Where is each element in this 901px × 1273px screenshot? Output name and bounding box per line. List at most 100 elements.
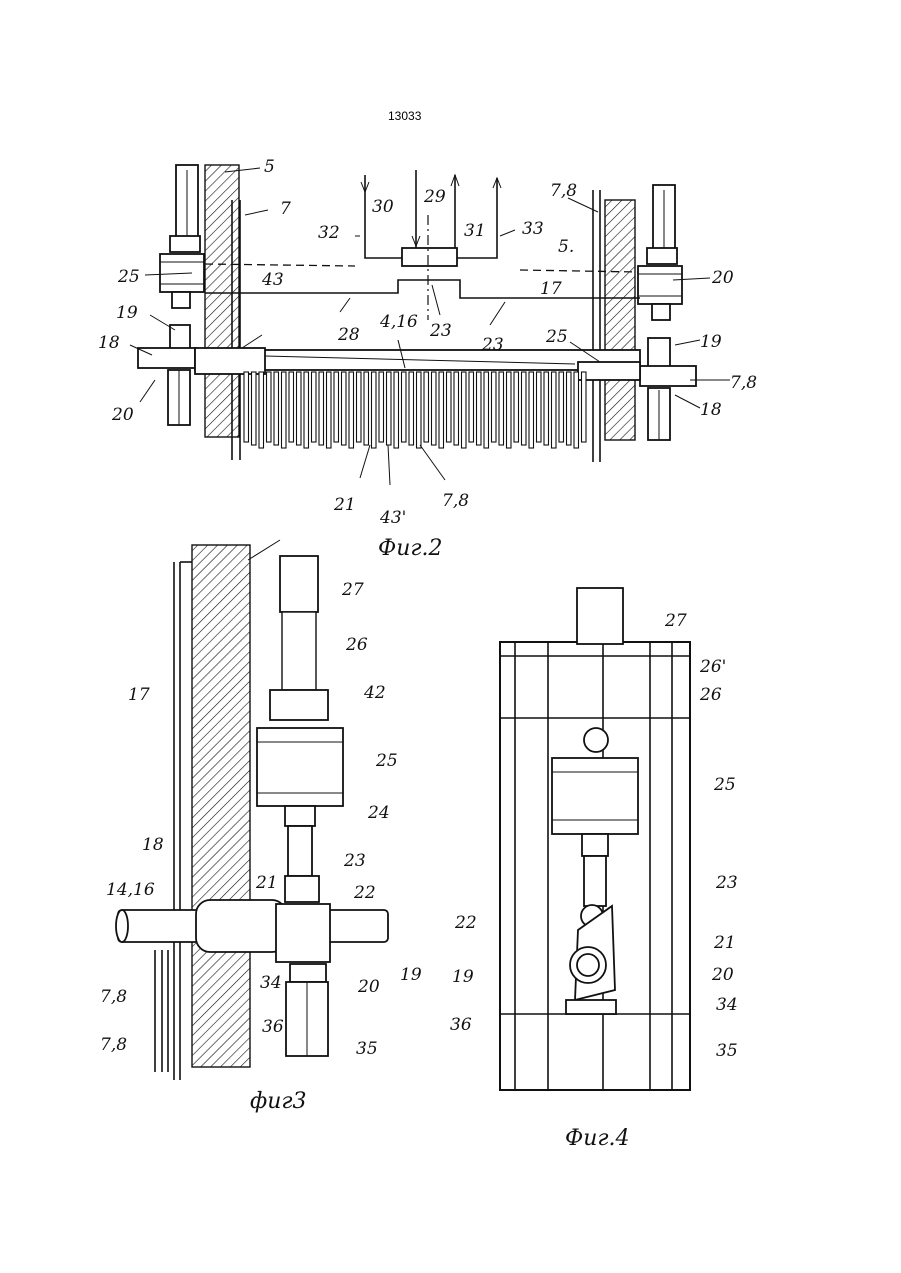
figure-4 xyxy=(500,588,690,1090)
reference-numeral: 42 xyxy=(363,683,386,703)
reference-numeral: 23 xyxy=(481,335,504,355)
tube xyxy=(342,372,347,445)
reference-numeral: 18 xyxy=(142,835,164,855)
reference-numeral: 5. xyxy=(558,237,574,257)
tube xyxy=(432,372,437,445)
tube xyxy=(469,372,474,442)
tube xyxy=(462,372,467,448)
rod-27 xyxy=(577,588,623,644)
tube xyxy=(529,372,534,448)
reference-numeral: 29 xyxy=(423,187,446,207)
reference-numeral: 21 xyxy=(713,933,736,953)
tube xyxy=(357,372,362,442)
figure-2-caption: Фиг.2 xyxy=(378,536,443,561)
tube xyxy=(394,372,399,448)
tube xyxy=(417,372,422,448)
reference-numeral: 17 xyxy=(540,279,562,299)
reference-numeral: 36 xyxy=(450,1015,472,1035)
reference-numeral: 31 xyxy=(464,221,486,241)
reference-numeral: 7 xyxy=(280,199,291,219)
reference-numeral: 7,8 xyxy=(442,491,469,511)
tube xyxy=(327,372,332,448)
reference-numeral: 7,8 xyxy=(100,987,127,1007)
tube xyxy=(552,372,557,448)
wall-fig3 xyxy=(192,545,250,1067)
reference-numeral: 26 xyxy=(699,685,722,705)
tube xyxy=(252,372,257,445)
tube xyxy=(267,372,272,442)
tube xyxy=(544,372,549,445)
tube xyxy=(484,372,489,448)
tube xyxy=(567,372,572,445)
tube xyxy=(582,372,587,442)
reference-numeral: 26' xyxy=(699,657,726,677)
reference-numeral: 14,16 xyxy=(106,880,155,900)
reference-numeral: 34 xyxy=(716,995,738,1015)
tube xyxy=(387,372,392,445)
reference-numeral: 19 xyxy=(700,332,722,352)
reference-numeral: 19 xyxy=(116,303,138,323)
block-20 xyxy=(276,904,330,962)
tube xyxy=(447,372,452,442)
figure-3-labels: 27264225241718232214,162120193436357,87,… xyxy=(100,580,422,1059)
reference-numeral: 18 xyxy=(700,400,722,420)
reference-numeral: 21 xyxy=(333,495,356,515)
reference-numeral: 20 xyxy=(111,405,134,425)
reference-numeral: 5 xyxy=(264,157,275,177)
figure-3-caption: фиг3 xyxy=(250,1089,307,1114)
tube xyxy=(304,372,309,448)
reference-numeral: 23 xyxy=(429,321,452,341)
reference-numeral: 24 xyxy=(367,803,390,823)
tube xyxy=(559,372,564,442)
reference-numeral: 25 xyxy=(713,775,736,795)
reference-numeral: 25 xyxy=(545,327,568,347)
reference-numeral: 7,8 xyxy=(550,181,577,201)
tube xyxy=(514,372,519,442)
reference-numeral: 43' xyxy=(379,508,406,528)
tube xyxy=(364,372,369,445)
tube xyxy=(334,372,339,442)
reference-numeral: 30 xyxy=(372,197,394,217)
tube-bank xyxy=(244,372,586,448)
reference-numeral: 43 xyxy=(261,270,284,290)
figure-3 xyxy=(116,540,388,1080)
reference-numeral: 36 xyxy=(262,1017,284,1037)
reference-numeral: 27 xyxy=(341,580,364,600)
reference-numeral: 22 xyxy=(353,883,376,903)
reference-numeral: 34 xyxy=(260,973,282,993)
tube xyxy=(379,372,384,442)
tube xyxy=(297,372,302,445)
reference-numeral: 32 xyxy=(318,223,340,243)
reference-numeral: 7,8 xyxy=(730,373,757,393)
reference-numeral: 21 xyxy=(255,873,278,893)
tube xyxy=(492,372,497,442)
cylinder-25-right xyxy=(638,266,682,304)
cylinder-25-fig4 xyxy=(552,758,638,834)
valve-29 xyxy=(402,248,457,266)
reference-numeral: 25 xyxy=(375,751,398,771)
tube xyxy=(499,372,504,445)
tube xyxy=(402,372,407,442)
reference-numeral: 27 xyxy=(664,611,687,631)
reference-numeral: 23 xyxy=(343,851,366,871)
reference-numeral: 7,8 xyxy=(100,1035,127,1055)
tube xyxy=(289,372,294,442)
reference-numeral: 20 xyxy=(711,965,734,985)
tube xyxy=(477,372,482,445)
reference-numeral: 28 xyxy=(337,325,360,345)
reference-numeral: 25 xyxy=(117,267,140,287)
reference-numeral: 18 xyxy=(98,333,120,353)
reference-numeral: 22 xyxy=(454,913,477,933)
reference-numeral: 33 xyxy=(522,219,544,239)
reference-numeral: 19 xyxy=(400,965,422,985)
cylinder-25-fig3 xyxy=(257,728,343,806)
tube xyxy=(319,372,324,445)
tube xyxy=(274,372,279,445)
left-wall xyxy=(205,165,239,437)
reference-numeral: 20 xyxy=(711,268,734,288)
tube xyxy=(424,372,429,442)
tube xyxy=(259,372,264,448)
tube xyxy=(537,372,542,442)
